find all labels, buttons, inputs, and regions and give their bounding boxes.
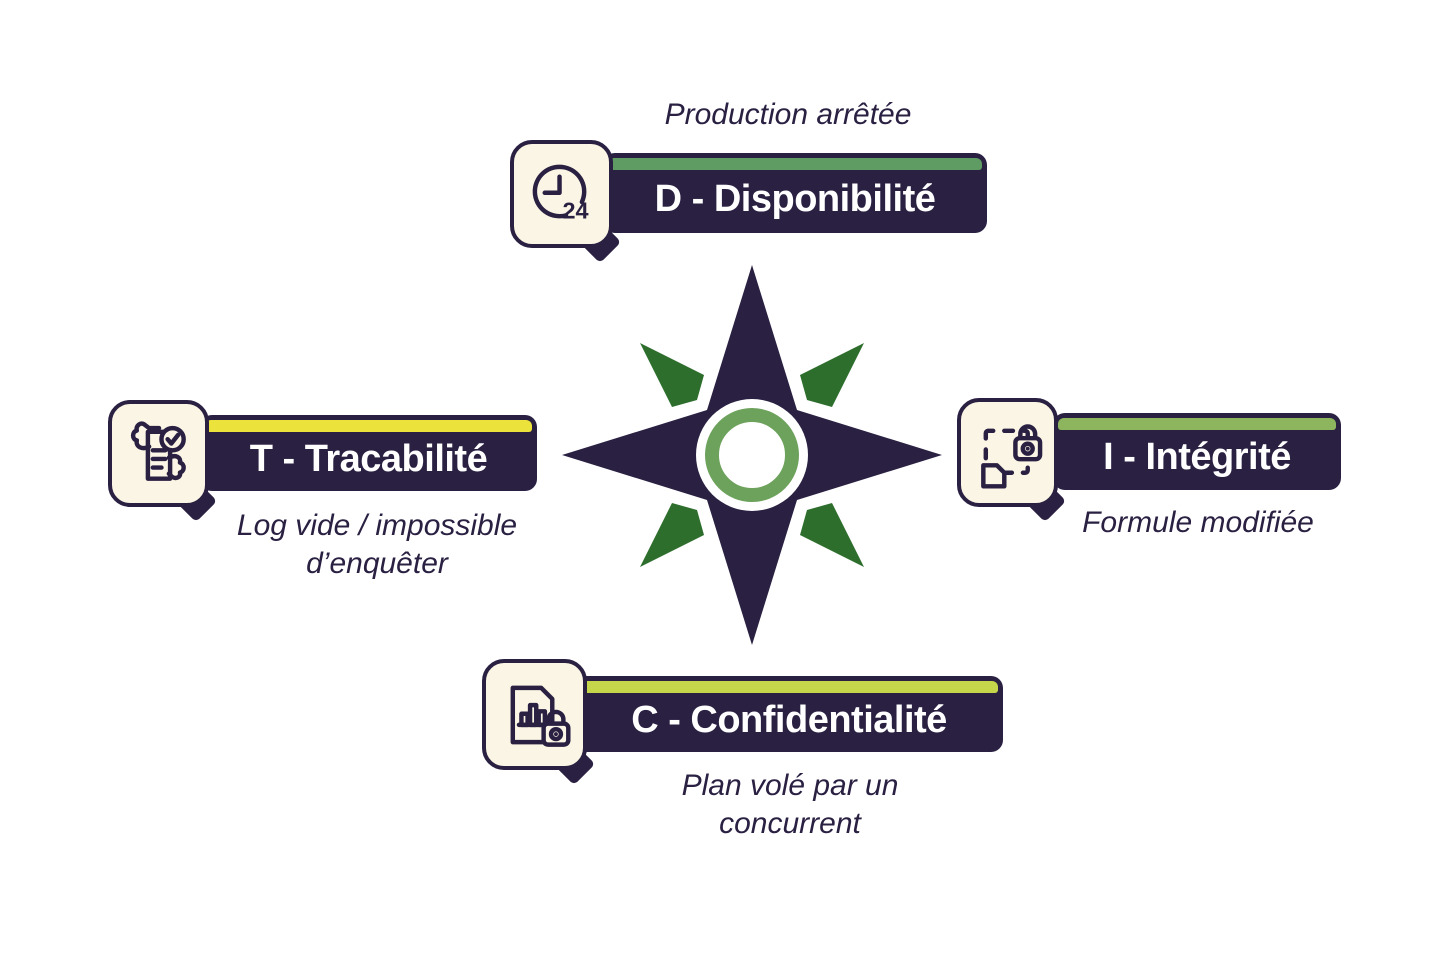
confidentiality-caption-line1: Plan volé par un: [681, 769, 899, 802]
integrity-caption: Formule modifiée: [1082, 506, 1314, 539]
dashed-frame-lock-icon: [980, 423, 1042, 489]
integrity-card: [957, 398, 1058, 507]
compass-star-icon: [562, 265, 942, 645]
star-center-ring: [705, 408, 799, 502]
confidentiality-caption: Plan volé par un concurrent: [590, 767, 990, 843]
traceability-caption-line2: d’enquêter: [306, 547, 448, 580]
confidentiality-banner: C - Confidentialité: [575, 676, 1003, 752]
integrity-label: I - Intégrité: [1103, 436, 1291, 478]
confidentiality-caption-line2: concurrent: [719, 807, 861, 840]
integrity-banner: I - Intégrité: [1053, 413, 1341, 490]
integrity-stripe: [1058, 418, 1336, 430]
document-hands-check-icon: [130, 420, 186, 481]
traceability-banner: T - Tracabilité: [200, 415, 537, 491]
availability-label: D - Disponibilité: [654, 177, 936, 220]
availability-caption: Production arrêtée: [664, 98, 912, 131]
traceability-caption-line1: Log vide / impossible: [236, 509, 518, 542]
clock-24-icon: 24: [532, 164, 588, 224]
confidentiality-label: C - Confidentialité: [631, 698, 947, 741]
traceability-card: [108, 400, 209, 507]
document-chart-lock-icon: [510, 685, 571, 747]
confidentiality-card: [482, 659, 587, 770]
availability-stripe: [608, 158, 982, 170]
availability-card: 24: [510, 140, 613, 248]
confidentiality-stripe: [580, 681, 998, 693]
traceability-stripe: [205, 420, 532, 432]
availability-banner: D - Disponibilité: [603, 153, 987, 233]
traceability-label: T - Tracabilité: [249, 437, 488, 480]
star-diagonal-points: [640, 343, 864, 567]
clock-badge: 24: [562, 198, 588, 224]
traceability-caption: Log vide / impossible d’enquêter: [177, 507, 577, 583]
